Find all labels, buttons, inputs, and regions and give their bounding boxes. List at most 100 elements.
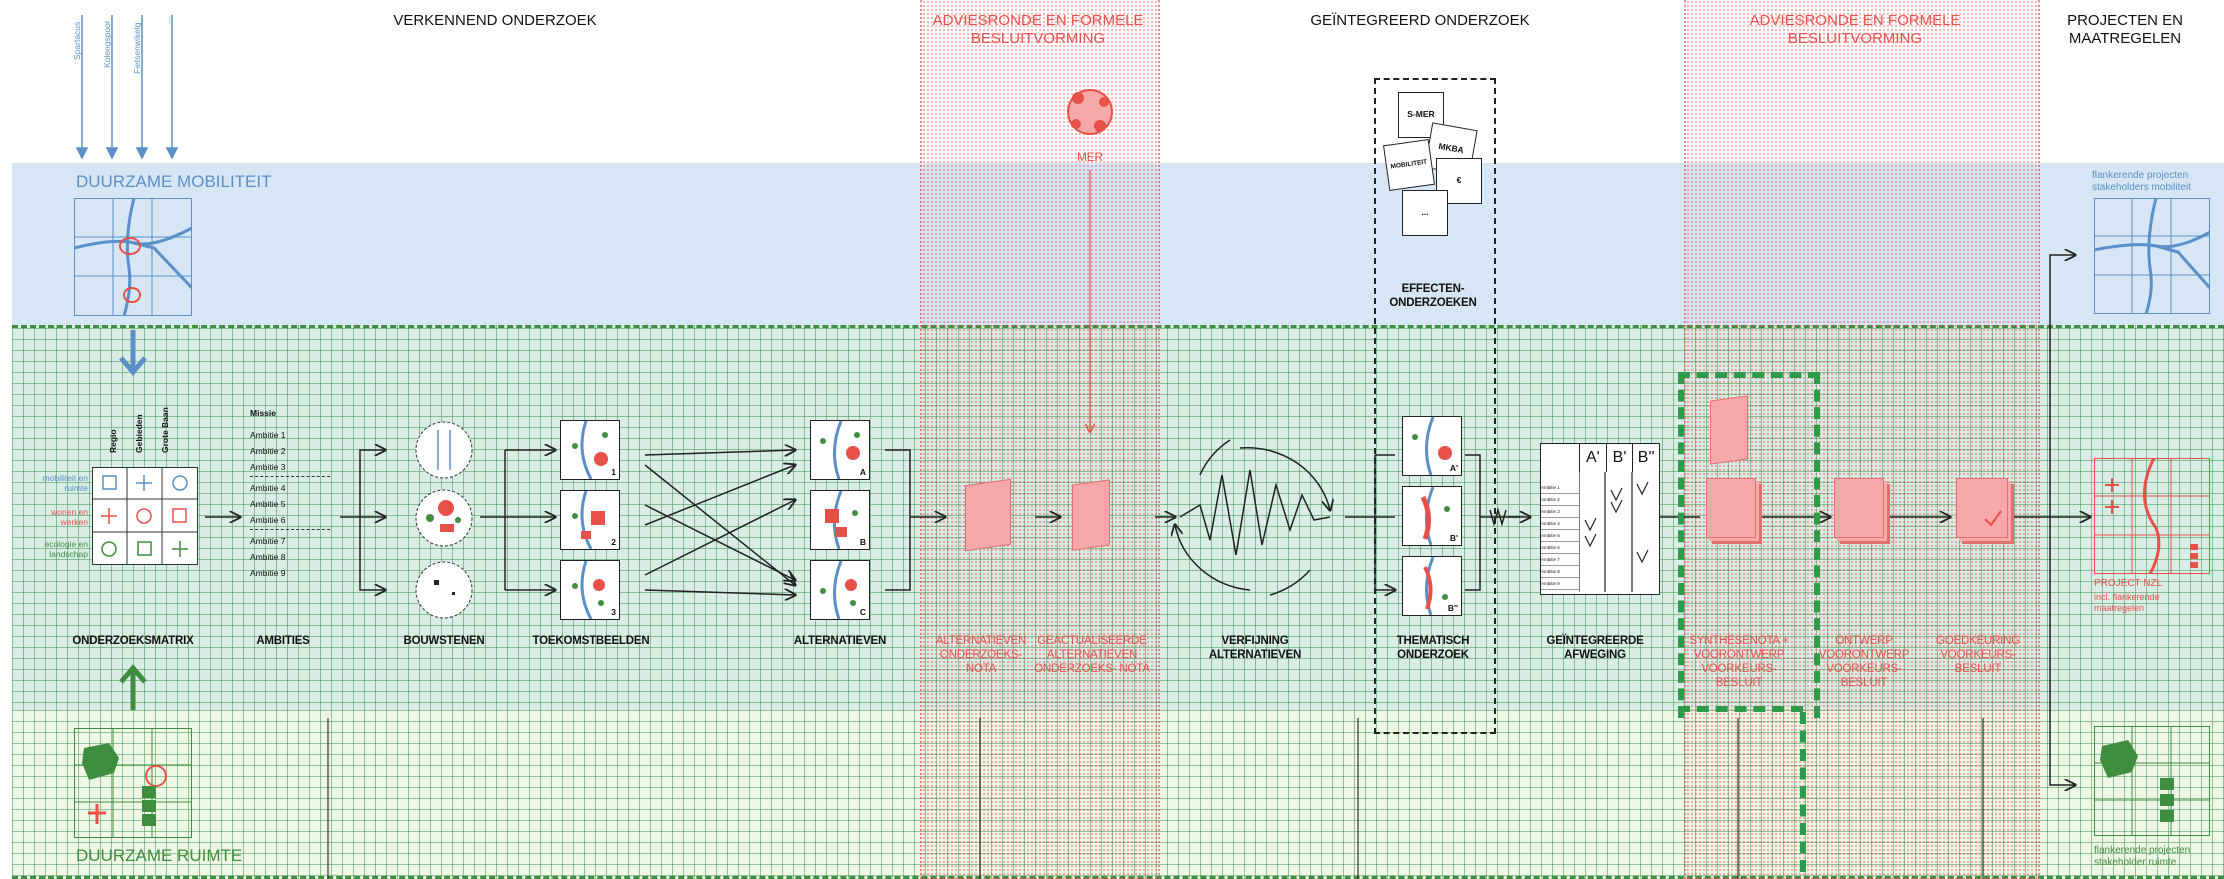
right-nzl-map (2094, 457, 2210, 575)
afweging-row: Ambitie 2 (1541, 494, 1579, 506)
thematisch-b2-svg (1423, 556, 1448, 616)
thematisch-b2-label: B'' (1447, 603, 1458, 613)
synthese-doc-stack (1706, 478, 1756, 538)
label-alternatieven-nota: ALTERNATIEVEN ONDERZOEKS- NOTA (935, 635, 1027, 675)
afweging-col-b2: B'' (1632, 444, 1659, 472)
toekomstbeeld-2-svg (572, 490, 605, 550)
synthese-dashed-bottom (1678, 706, 1803, 712)
right-nzl-text: incl. flankerende maatregelen (2094, 592, 2160, 613)
label-geactualiseerde: GEACTUALISEERDE ALTERNATIEVEN ONDERZOEKS… (1034, 635, 1150, 675)
toekomstbeeld-3: 3 (560, 560, 620, 620)
matrix-row-wonen: wonen en werken (51, 507, 88, 527)
phase-advies-1: ADVIESRONDE EN FORMELE BESLUITVORMING (932, 12, 1144, 47)
mobiliteit-band (12, 163, 2224, 325)
ambitie-8: Ambitie 8 (250, 552, 286, 562)
label-thematisch: THEMATISCH ONDERZOEK (1396, 635, 1470, 661)
effect-card-mobiliteit-text: MOBILITEIT (1390, 158, 1428, 171)
alternatief-a-label: A (859, 467, 866, 477)
thematisch-b1-svg (1420, 486, 1450, 546)
goedkeuring-check-svg (1984, 510, 2002, 527)
toekomstbeelden-group: 1 2 3 (560, 420, 622, 620)
right-ruimte-text: flankerende projecten stakeholder ruimte (2094, 845, 2191, 868)
matrix-grid-svg (92, 467, 198, 565)
afweging-col-a: A' (1579, 444, 1606, 472)
bouwstenen-group (414, 420, 474, 620)
right-mobiliteit-map-svg (2093, 197, 2212, 315)
effecten-onderzoeken-box (1374, 78, 1496, 734)
ambitie-3: Ambitie 3 (250, 462, 330, 477)
label-afweging: GEÏNTEGREERDE AFWEGING (1546, 635, 1644, 661)
toekomstbeeld-2-num: 2 (611, 537, 616, 547)
band-title-mobiliteit: DUURZAME MOBILITEIT (76, 172, 272, 191)
effect-card-more-text: ... (1421, 207, 1429, 217)
mer-icon (1060, 82, 1120, 142)
thematisch-b1-label: B' (1449, 533, 1458, 543)
onderzoeksmatrix: Regio Gebieden Grote Baan mobiliteit en … (28, 407, 210, 565)
afweging-row: Ambitie 9 (1541, 578, 1579, 590)
up-arrow-green-svg (119, 664, 147, 710)
toekomstbeeld-1-svg (572, 420, 608, 480)
label-verfijning: VERFIJNING ALTERNATIEVEN (1208, 635, 1302, 661)
thematisch-b2: B'' (1402, 556, 1462, 616)
alternatief-c-label: C (859, 607, 866, 617)
effect-card-smer-text: S-MER (1407, 109, 1435, 119)
label-synthese: SYNTHESENOTA + VOORONTWERP VOORKEURS- BE… (1689, 635, 1789, 689)
effect-card-mkba-text: MKBA (1437, 140, 1465, 156)
ontwerp-doc-stack (1834, 478, 1884, 538)
ruimte-map-svg (74, 728, 192, 838)
afweging-table: A' B' B'' Ambitie 1 Ambitie 2 Ambitie 3 … (1540, 443, 1660, 595)
ambitie-1: Ambitie 1 (250, 430, 286, 440)
afweging-checks-svg (1579, 472, 1649, 592)
toekomstbeeld-2: 2 (560, 490, 620, 550)
down-arrow-blue-svg (119, 330, 147, 376)
afweging-row: Ambitie 7 (1541, 554, 1579, 566)
ambitie-5: Ambitie 5 (250, 499, 286, 509)
ruimte-band (12, 710, 2224, 879)
ambitie-missie: Missie (250, 408, 276, 418)
afweging-rows: Ambitie 1 Ambitie 2 Ambitie 3 Ambitie 4 … (1541, 482, 1579, 590)
mer-label: MER (1076, 150, 1104, 164)
alternatief-a-svg (820, 420, 860, 480)
thematisch-a1: A' (1402, 416, 1462, 476)
ambitie-9: Ambitie 9 (250, 568, 286, 578)
alternatief-b-label: B (859, 537, 866, 547)
alternatieven-nota-doc (965, 478, 1011, 552)
geactualiseerde-nota-doc (1072, 479, 1110, 551)
afweging-row: Ambitie 1 (1541, 482, 1579, 494)
mobiliteit-map (73, 197, 194, 317)
effect-card-more: ... (1402, 190, 1448, 236)
toekomstbeeld-3-svg (572, 560, 605, 620)
toekomstbeeld-3-num: 3 (611, 607, 616, 617)
afweging-row: Ambitie 5 (1541, 530, 1579, 542)
synthese-top-doc (1710, 395, 1748, 465)
thematisch-a1-svg (1412, 416, 1452, 476)
up-arrow-green (116, 664, 150, 715)
label-ambities: AMBITIES (256, 635, 310, 647)
matrix-row-ecologie: ecologie en landschap (44, 539, 88, 559)
right-mobiliteit-map (2093, 197, 2212, 315)
afweging-row: Ambitie 8 (1541, 566, 1579, 578)
ambitie-6: Ambitie 6 (250, 515, 330, 530)
input-arrows-svg (75, 15, 179, 160)
ambities-list: Missie Ambitie 1 Ambitie 2 Ambitie 3 Amb… (250, 408, 330, 584)
band-title-ruimte: DUURZAME RUIMTE (76, 846, 243, 865)
afweging-col-b: B' (1605, 444, 1633, 472)
ambitie-7: Ambitie 7 (250, 536, 286, 546)
right-nzl-title: PROJECT NZL (2094, 578, 2163, 589)
goedkeuring-doc-stack (1956, 478, 2008, 538)
effect-card-mobiliteit: MOBILITEIT (1383, 139, 1435, 191)
matrix-row-mobiliteit: mobiliteit en ruimte (42, 473, 88, 493)
label-alternatieven: ALTERNATIEVEN (793, 635, 887, 647)
afweging-row: Ambitie 6 (1541, 542, 1579, 554)
down-arrow-blue (116, 330, 150, 381)
thematisch-a1-label: A' (1449, 463, 1458, 473)
effect-card-euro-text: € (1456, 175, 1462, 185)
synthese-dashed-tail (1800, 712, 1806, 872)
alternatief-b: B (810, 490, 870, 550)
alternatieven-group: A B C (810, 420, 872, 620)
phase-geintegreerd: GEÏNTEGREERD ONDERZOEK (1310, 12, 1530, 29)
toekomstbeeld-1-num: 1 (611, 467, 616, 477)
label-onderzoeksmatrix: ONDERZOEKSMATRIX (72, 635, 194, 647)
mer-icon-svg (1067, 89, 1113, 135)
